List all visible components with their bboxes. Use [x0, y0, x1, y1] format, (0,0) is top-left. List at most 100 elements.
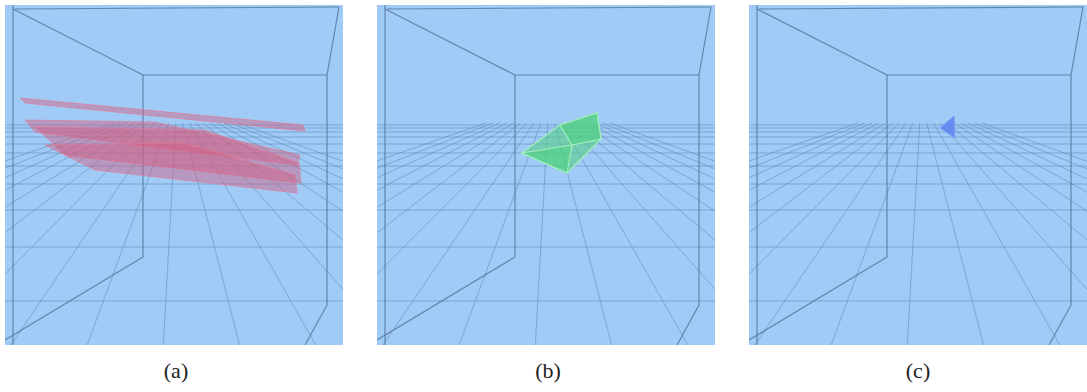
- grid-line: [377, 210, 715, 211]
- sky-background: [5, 5, 343, 345]
- blue-triangle: [940, 116, 955, 138]
- grid-line: [809, 123, 913, 345]
- grid-line: [377, 123, 507, 345]
- grid-line: [749, 166, 1087, 167]
- wire-edge: [143, 74, 327, 75]
- grid-line: [749, 123, 865, 345]
- grid-line: [749, 123, 906, 345]
- panel-label: (c): [906, 358, 930, 384]
- grid-line: [5, 247, 343, 248]
- grid-line: [377, 301, 715, 302]
- wire-edge: [699, 7, 711, 75]
- grid-line: [603, 123, 715, 345]
- grid-line: [927, 123, 999, 345]
- grid-line: [749, 123, 858, 345]
- wire-edge: [326, 75, 327, 305]
- grid-line: [377, 125, 715, 126]
- grid-line: [377, 184, 715, 185]
- wire-edge: [1070, 75, 1071, 305]
- grid-line: [749, 123, 892, 345]
- grid-line: [934, 123, 1087, 345]
- grid-line: [940, 123, 1087, 345]
- grid-line: [961, 123, 1087, 345]
- grid-line: [749, 210, 1087, 211]
- panel-label: (a): [164, 358, 188, 384]
- wire-edge: [514, 75, 515, 257]
- wire-edge: [387, 7, 711, 9]
- grid-line: [377, 123, 534, 345]
- room-wireframe: [749, 5, 1083, 345]
- wire-edge: [13, 9, 143, 75]
- wire-edge: [385, 9, 515, 75]
- grid-line: [749, 123, 885, 345]
- grid-line: [749, 247, 1087, 248]
- grid-line: [749, 301, 1087, 302]
- wedge-face: [522, 113, 601, 173]
- wire-edge: [887, 74, 1071, 75]
- grid-line: [968, 123, 1087, 345]
- wire-edge: [749, 257, 887, 340]
- render-panel: [49, 5, 1087, 392]
- floor-grid: [749, 123, 1087, 345]
- grid-line: [575, 123, 715, 345]
- panel-content: [377, 5, 715, 345]
- wire-edge: [698, 75, 699, 305]
- grid-line: [749, 128, 1087, 129]
- wire-edge: [305, 305, 327, 345]
- grid-line: [749, 123, 899, 345]
- wire-edge: [5, 257, 143, 340]
- grid-line: [596, 123, 715, 345]
- wire-edge: [757, 9, 887, 75]
- grid-line: [904, 123, 920, 345]
- grid-line: [377, 166, 715, 167]
- grid-line: [589, 123, 715, 345]
- panel-content: [749, 5, 1087, 345]
- grid-line: [749, 123, 872, 345]
- grid-line: [749, 123, 879, 345]
- wire-edge: [377, 257, 515, 340]
- wire-edge: [515, 74, 699, 75]
- panel-content: [5, 5, 343, 345]
- grid-line: [5, 210, 343, 211]
- wire-edge: [1071, 7, 1083, 75]
- grid-line: [749, 144, 1087, 145]
- sky-background: [749, 5, 1087, 345]
- grid-line: [377, 123, 527, 345]
- grid-line: [377, 123, 520, 345]
- grid-line: [568, 123, 715, 345]
- grid-line: [749, 153, 1087, 154]
- grid-line: [377, 123, 513, 345]
- wedge-face: [560, 113, 601, 145]
- grid-line: [749, 184, 1087, 185]
- wire-edge: [327, 7, 339, 75]
- wire-edge: [677, 305, 699, 345]
- grid-line: [749, 132, 1087, 133]
- wire-edge: [15, 7, 339, 9]
- grid-line: [377, 123, 493, 345]
- grid-line: [377, 132, 715, 133]
- wire-edge: [886, 75, 887, 257]
- grid-line: [947, 123, 1087, 345]
- grid-line: [377, 123, 500, 345]
- room-wireframe: [377, 5, 711, 345]
- grid-line: [377, 247, 715, 248]
- grid-line: [5, 301, 343, 302]
- panel-label: (b): [535, 358, 561, 384]
- plane: [45, 143, 297, 193]
- wire-edge: [759, 7, 1083, 9]
- grid-line: [377, 123, 486, 345]
- sky-background: [377, 5, 715, 345]
- wire-edge: [12, 5, 13, 345]
- grid-line: [749, 125, 1087, 126]
- grid-line: [975, 123, 1087, 345]
- wire-edge: [384, 5, 385, 345]
- grid-line: [377, 128, 715, 129]
- render-panel: [0, 5, 1087, 392]
- green-wedge: [522, 113, 601, 173]
- floor-grid: [377, 123, 715, 345]
- wedge-face: [522, 145, 572, 173]
- red-planes: [20, 98, 305, 193]
- grid-line: [749, 137, 1087, 138]
- room-wireframe: [5, 5, 339, 345]
